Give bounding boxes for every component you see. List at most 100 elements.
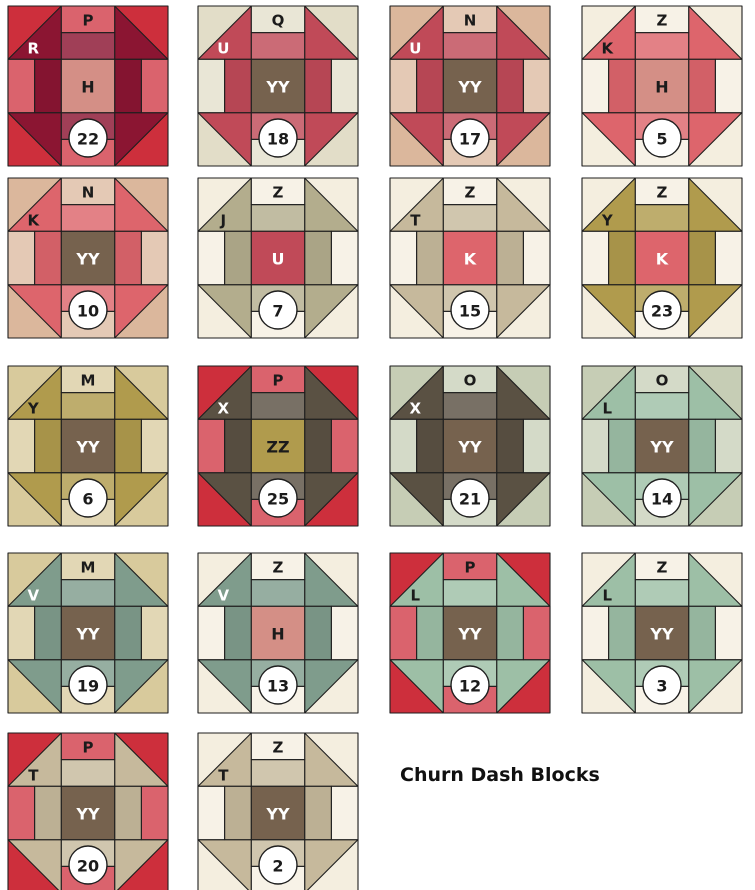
left-bar-inner (35, 59, 62, 112)
block-number: 19 (77, 677, 99, 696)
block-number: 6 (82, 490, 93, 509)
top-bar-inner (251, 33, 304, 60)
left-bar-outer (8, 786, 35, 839)
right-bar-outer (331, 606, 358, 659)
foreground-color-label: X (410, 400, 422, 418)
foreground-color-label: U (217, 40, 229, 58)
block-number: 13 (267, 677, 289, 696)
top-bar-inner (61, 205, 114, 232)
right-bar-inner (115, 419, 142, 472)
block-number: 12 (459, 677, 481, 696)
block-number: 7 (272, 302, 283, 321)
right-bar-inner (115, 59, 142, 112)
quilt-block: ZLYY3 (582, 553, 742, 713)
background-color-label: N (82, 183, 95, 201)
top-bar-inner (61, 393, 114, 420)
left-bar-inner (609, 419, 636, 472)
block-number: 22 (77, 130, 99, 149)
right-bar-inner (689, 419, 716, 472)
quilt-block: PLYY12 (390, 553, 550, 713)
left-bar-inner (225, 231, 252, 284)
left-bar-outer (198, 59, 225, 112)
left-bar-outer (198, 786, 225, 839)
background-color-label: Z (657, 183, 668, 201)
right-bar-outer (523, 606, 550, 659)
top-bar-inner (61, 760, 114, 787)
top-bar-inner (635, 205, 688, 232)
foreground-color-label: V (28, 587, 40, 605)
right-bar-outer (715, 606, 742, 659)
right-bar-outer (523, 231, 550, 284)
quilt-block: NKYY10 (8, 178, 168, 338)
center-color-label: YY (457, 625, 482, 644)
block-number: 14 (651, 490, 673, 509)
center-color-label: YY (75, 805, 100, 824)
left-bar-inner (609, 59, 636, 112)
left-bar-outer (390, 231, 417, 284)
left-bar-outer (8, 606, 35, 659)
center-color-label: H (655, 78, 668, 97)
background-color-label: Z (465, 183, 476, 201)
top-bar-inner (443, 580, 496, 607)
right-bar-outer (141, 786, 168, 839)
foreground-color-label: X (218, 400, 230, 418)
top-bar-inner (635, 580, 688, 607)
left-bar-inner (35, 786, 62, 839)
foreground-color-label: R (28, 40, 40, 58)
right-bar-inner (305, 786, 332, 839)
top-bar-inner (635, 33, 688, 60)
right-bar-outer (715, 231, 742, 284)
left-bar-outer (582, 419, 609, 472)
block-number: 20 (77, 857, 99, 876)
top-bar-inner (251, 580, 304, 607)
center-color-label: YY (75, 250, 100, 269)
left-bar-outer (198, 606, 225, 659)
right-bar-inner (497, 606, 524, 659)
foreground-color-label: T (410, 212, 421, 230)
left-bar-outer (8, 231, 35, 284)
background-color-label: Z (657, 558, 668, 576)
center-color-label: YY (649, 438, 674, 457)
center-color-label: YY (75, 625, 100, 644)
left-bar-outer (390, 606, 417, 659)
block-number: 18 (267, 130, 289, 149)
background-color-label: P (273, 371, 284, 389)
right-bar-outer (715, 59, 742, 112)
block-number: 21 (459, 490, 481, 509)
left-bar-outer (198, 419, 225, 472)
left-bar-inner (35, 606, 62, 659)
top-bar-inner (443, 393, 496, 420)
quilt-block: OLYY14 (582, 366, 742, 526)
background-color-label: O (464, 371, 477, 389)
right-bar-outer (523, 419, 550, 472)
background-color-label: P (83, 11, 94, 29)
right-bar-inner (305, 59, 332, 112)
left-bar-inner (225, 419, 252, 472)
right-bar-outer (331, 231, 358, 284)
background-color-label: Z (273, 738, 284, 756)
foreground-color-label: L (603, 587, 613, 605)
quilt-block: NUYY17 (390, 6, 550, 166)
top-bar-inner (443, 205, 496, 232)
right-bar-inner (305, 419, 332, 472)
left-bar-inner (609, 231, 636, 284)
quilt-block: PXZZ25 (198, 366, 358, 526)
top-bar-inner (443, 33, 496, 60)
background-color-label: P (465, 558, 476, 576)
right-bar-inner (497, 231, 524, 284)
right-bar-outer (331, 419, 358, 472)
right-bar-outer (715, 419, 742, 472)
left-bar-outer (582, 231, 609, 284)
left-bar-outer (390, 59, 417, 112)
foreground-color-label: V (218, 587, 230, 605)
right-bar-inner (689, 606, 716, 659)
top-bar-inner (251, 393, 304, 420)
left-bar-inner (35, 231, 62, 284)
foreground-color-label: K (602, 40, 615, 58)
foreground-color-label: Y (27, 400, 40, 418)
